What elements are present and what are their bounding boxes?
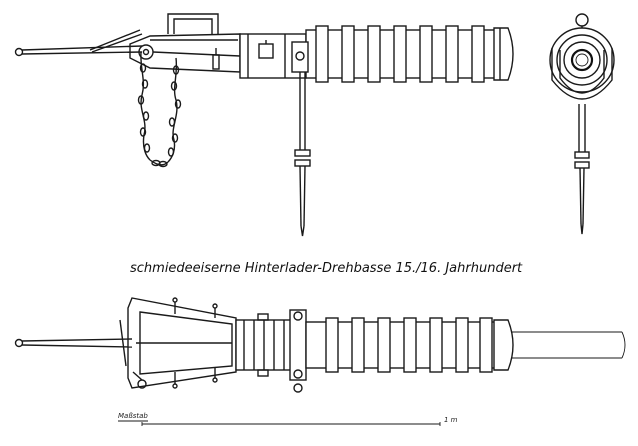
side-view-breech-frame — [129, 13, 241, 73]
side-view-swivel-spike — [291, 41, 311, 237]
plan-view-breech — [127, 297, 237, 389]
end-view — [549, 13, 615, 235]
plan-view-tiller — [14, 319, 147, 389]
side-view-barrel — [239, 25, 514, 83]
plan-view-barrel — [235, 309, 626, 393]
scale-end-label: 1 m — [444, 416, 458, 424]
side-view-chains — [137, 51, 182, 168]
side-view-tiller — [14, 29, 143, 57]
drawing-caption: schmiedeeiserne Hinterlader-Drehbasse 15… — [130, 261, 523, 276]
scale-label: Maßstab — [118, 412, 148, 420]
plan-view — [14, 297, 626, 393]
scale-bar: Maßstab 1 m — [118, 412, 458, 426]
side-view — [14, 13, 514, 237]
